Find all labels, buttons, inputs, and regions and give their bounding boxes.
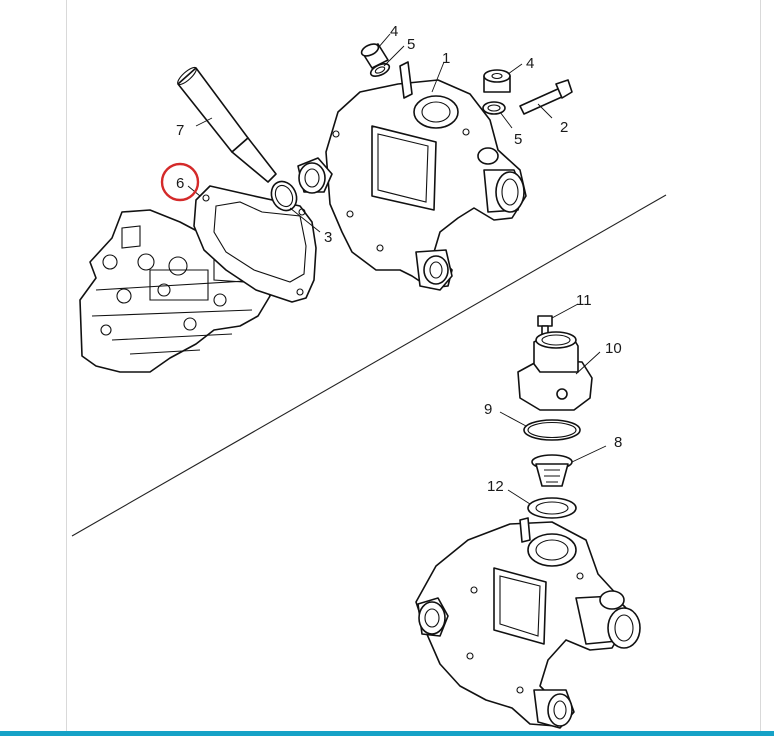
callout-5-left: 5 [407, 36, 415, 53]
callout-10: 10 [605, 340, 622, 357]
callout-4-right: 4 [526, 55, 534, 72]
plug-part-4-right [483, 69, 511, 93]
plug-part-4-left [360, 43, 389, 69]
callout-5-right: 5 [514, 131, 522, 148]
separator-line [71, 194, 667, 537]
callout-12: 12 [487, 478, 504, 495]
o-ring-part-9 [523, 419, 581, 441]
frame-border-left [66, 0, 67, 736]
callout-4-left: 4 [390, 23, 398, 40]
washer-part-5-left [369, 63, 391, 77]
callout-1: 1 [442, 50, 450, 67]
callout-9: 9 [484, 401, 492, 418]
frame-border-right [760, 0, 761, 736]
bottom-accent-bar [0, 731, 774, 736]
thermostat-housing-lower [415, 517, 641, 729]
thermostat-housing-upper [297, 61, 527, 291]
installer-tool-part-7 [177, 66, 277, 183]
thermostat-part-8 [531, 454, 573, 487]
callout-3: 3 [324, 229, 332, 246]
highlight-circle [160, 162, 200, 202]
seal-ring-part-3 [270, 180, 298, 212]
callout-2: 2 [560, 119, 568, 136]
callout-7: 7 [176, 122, 184, 139]
gasket-part-6 [193, 185, 317, 303]
leader-lines [187, 33, 607, 505]
outlet-housing-part-10 [517, 331, 593, 411]
gasket-part-12 [527, 497, 577, 519]
washer-part-5-right [482, 101, 506, 115]
callout-6: 6 [176, 175, 184, 192]
bolt-part-2 [519, 79, 573, 115]
callout-8: 8 [614, 434, 622, 451]
callout-11: 11 [576, 292, 592, 309]
